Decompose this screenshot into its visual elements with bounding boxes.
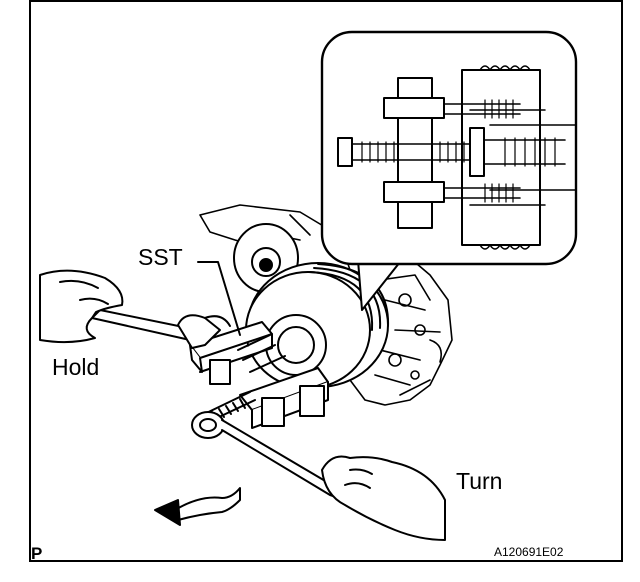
corner-mark: P <box>31 544 43 563</box>
left-hand <box>39 269 124 344</box>
callout-pointer <box>357 259 401 311</box>
figure-code: A120691E02 <box>494 545 564 559</box>
right-hand <box>321 455 446 541</box>
left-wrench <box>91 309 231 349</box>
turn-label: Turn <box>456 468 503 494</box>
sst-label: SST <box>138 244 183 270</box>
curved-arrow-left-icon <box>154 487 241 526</box>
sst-puller <box>189 321 329 429</box>
hold-label: Hold <box>52 354 100 380</box>
detail-inset <box>320 30 578 266</box>
sst-leader-line <box>197 261 241 336</box>
